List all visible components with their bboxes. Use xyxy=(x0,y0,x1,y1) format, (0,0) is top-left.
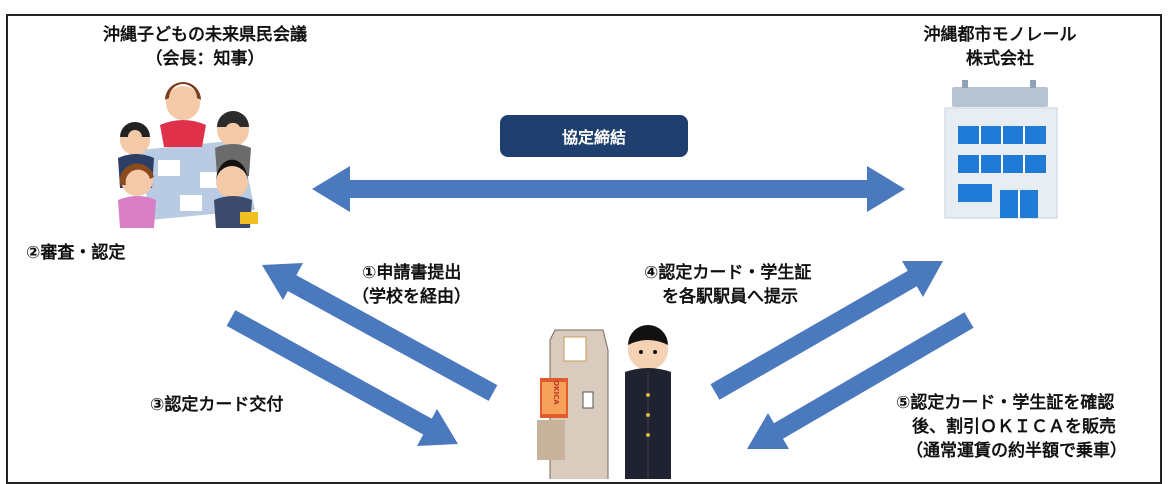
monorail-company-building-illustration xyxy=(944,80,1058,219)
step1-label-line2: （学校を経由） xyxy=(352,287,471,307)
step3-label: ③認定カード交付 xyxy=(150,395,284,415)
ticket-machine-illustration xyxy=(537,329,609,479)
council-chair: （会長：知事） xyxy=(145,49,265,69)
company-name-line1: 沖縄都市モノレール xyxy=(923,25,1077,45)
step5-label-line3: （通常運賃の約半額で乗車） xyxy=(906,441,1127,461)
company-name-line2: 株式会社 xyxy=(966,49,1034,69)
council-meeting-illustration xyxy=(118,82,258,228)
council-name: 沖縄子どもの未来県民会議 xyxy=(103,25,307,45)
step2-label: ②審査・認定 xyxy=(26,243,126,263)
agreement-badge: 協定締結 xyxy=(500,115,688,157)
arrow-step3 xyxy=(226,310,458,446)
step5-label-line1: ⑤認定カード・学生証を確認 xyxy=(896,393,1115,413)
arrow-step4 xyxy=(710,261,943,400)
arrow-step1 xyxy=(262,263,498,401)
step4-label-line1: ④認定カード・学生証 xyxy=(644,263,812,283)
arrow-step5 xyxy=(747,312,974,449)
okica-logo: OKICA xyxy=(551,380,560,405)
step5-label-line2: 後、割引ＯＫＩＣＡを販売 xyxy=(912,417,1116,437)
step1-label-line1: ①申請書提出 xyxy=(362,263,462,283)
agreement-double-arrow xyxy=(312,166,905,212)
step4-label-line2: を各駅駅員へ提示 xyxy=(662,287,798,307)
student-illustration xyxy=(625,325,671,479)
